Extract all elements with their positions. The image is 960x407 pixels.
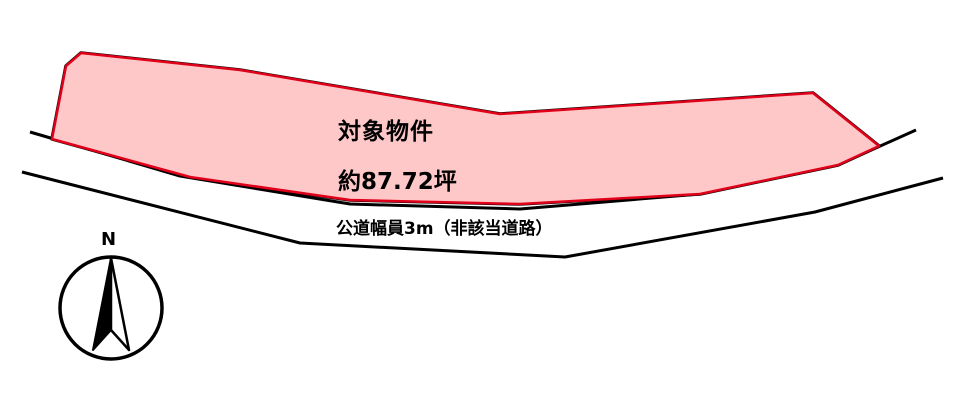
compass <box>58 255 164 361</box>
road-lower-edge <box>21 170 944 259</box>
property-area: 約87.72坪 <box>338 169 457 195</box>
north-arrow-icon <box>92 256 131 352</box>
property-title: 対象物件 <box>338 119 434 145</box>
north-label: N <box>101 229 117 250</box>
road-width-label: 公道幅員3m（非該当道路） <box>336 219 553 239</box>
subject-parcel <box>50 51 881 206</box>
